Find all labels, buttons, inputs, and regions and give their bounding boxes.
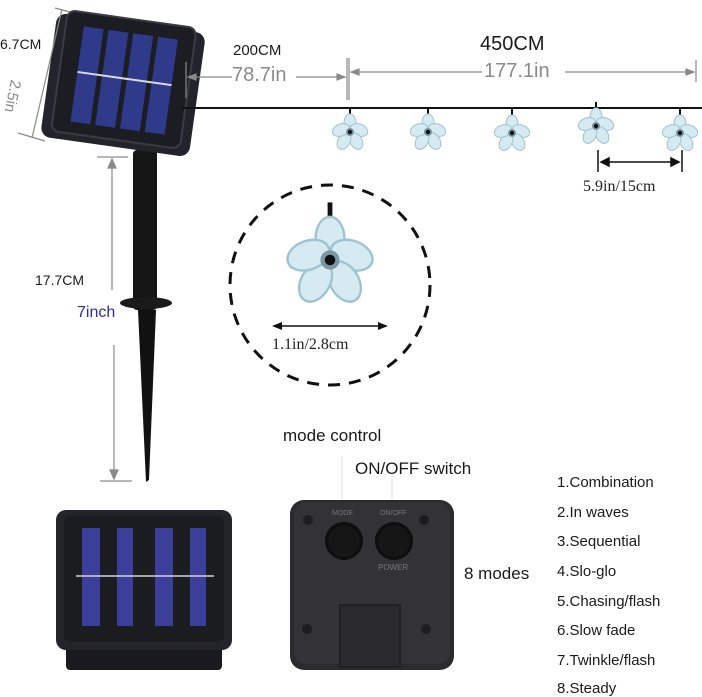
mode-button-label: MODE <box>332 510 353 517</box>
onoff-switch-label: ON/OFF switch <box>355 459 472 478</box>
stake-height-inch: 7inch <box>77 304 116 321</box>
mode-item: 7.Twinkle/flash <box>557 652 656 669</box>
flower-detail-circle <box>228 183 432 387</box>
flower-bulbs <box>329 101 701 154</box>
mode-item: 2.In waves <box>557 504 629 521</box>
mode-item: 4.Slo-glo <box>557 563 617 580</box>
power-label: POWER <box>378 563 409 572</box>
mode-item: 6.Slow fade <box>557 622 636 639</box>
mode-button[interactable] <box>325 522 363 560</box>
spacing-dimension-line <box>597 150 683 172</box>
mode-item: 3.Sequential <box>557 533 641 550</box>
stake-height-cm: 17.7CM <box>35 272 85 288</box>
onoff-button-label: ON/OFF <box>380 510 407 517</box>
mode-item: 8.Steady <box>557 680 617 697</box>
mode-control-label: mode control <box>283 426 382 445</box>
modes-title: 8 modes <box>464 564 530 583</box>
mode-item: 1.Combination <box>557 474 654 491</box>
ground-stake <box>120 150 172 482</box>
onoff-power-button[interactable] <box>375 522 413 560</box>
light-string-inch: 177.1in <box>484 60 550 82</box>
solar-panel-front-view <box>56 510 232 670</box>
lead-cable-cm: 200CM <box>233 42 282 59</box>
light-string-cm: 450CM <box>480 33 545 55</box>
panel-dimension-line <box>17 7 71 142</box>
control-box <box>290 500 454 670</box>
mode-item: 5.Chasing/flash <box>557 593 661 610</box>
flower-diameter-label: 1.1in/2.8cm <box>272 336 349 353</box>
panel-size-cm: 6.7CM <box>0 36 42 52</box>
length-dimension-lines <box>185 58 697 100</box>
solar-panel <box>41 10 205 156</box>
bulb-spacing-label: 5.9in/15cm <box>583 178 656 195</box>
lead-cable-inch: 78.7in <box>232 64 287 86</box>
stake-dimension-line <box>97 156 132 482</box>
